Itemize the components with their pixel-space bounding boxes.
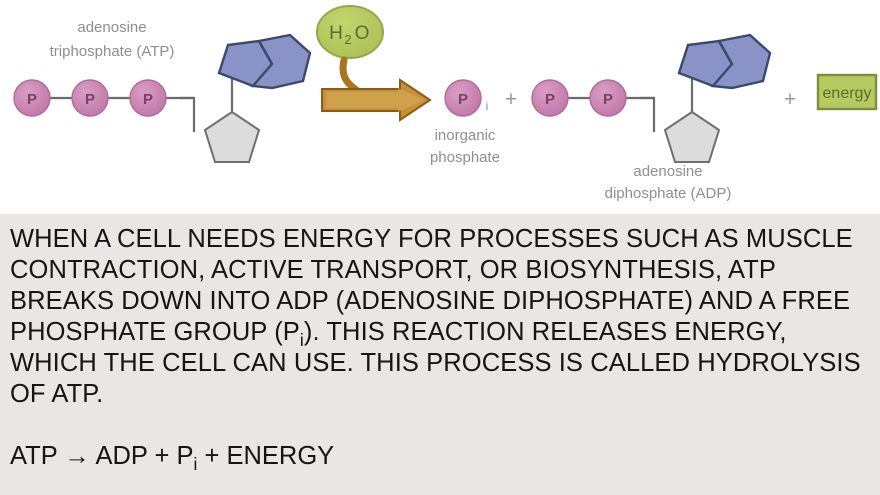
atp-phosphate-2: P bbox=[71, 79, 109, 117]
slide-text-body: WHEN A CELL NEEDS ENERGY FOR PROCESSES S… bbox=[0, 214, 880, 495]
inorganic-label-line1: inorganic bbox=[435, 127, 496, 144]
atp-phosphate-3: P bbox=[129, 79, 167, 117]
adp-adenine-group bbox=[677, 33, 772, 90]
body-paragraph-part1: WHEN A CELL NEEDS ENERGY FOR PROCESSES S… bbox=[10, 225, 860, 346]
water-label-o: O bbox=[355, 23, 370, 44]
water-label-h: H bbox=[329, 23, 343, 44]
phosphate-glyph: P bbox=[27, 91, 37, 108]
phosphate-glyph: P bbox=[545, 91, 555, 108]
reaction-formula: ATP → ADP + Pi + ENERGY bbox=[10, 441, 872, 475]
inorganic-phosphate: P i bbox=[444, 79, 489, 117]
atp-hydrolysis-diagram: P P P adenosine bbox=[0, 0, 880, 214]
atp-phosphate-1: P bbox=[13, 79, 51, 117]
formula-lead: ATP → ADP + P bbox=[10, 442, 194, 470]
phosphate-glyph: P bbox=[603, 91, 613, 108]
adp-label-line2: diphosphate (ADP) bbox=[605, 185, 732, 202]
atp-adenine-group bbox=[217, 33, 312, 90]
atp-label-line1: adenosine bbox=[77, 19, 146, 36]
phosphate-glyph: P bbox=[458, 91, 468, 108]
phosphate-glyph: P bbox=[85, 91, 95, 108]
pi-subscript: i bbox=[486, 99, 489, 113]
body-paragraph: WHEN A CELL NEEDS ENERGY FOR PROCESSES S… bbox=[10, 224, 872, 410]
water-bubble: H 2 O bbox=[316, 5, 384, 59]
formula-subscript: i bbox=[193, 454, 198, 475]
adp-ribose-pentagon bbox=[663, 110, 721, 163]
adp-phosphate-2: P bbox=[589, 79, 627, 117]
diagram-band: P P P adenosine bbox=[0, 0, 880, 214]
plus-sign-1: + bbox=[505, 88, 517, 111]
energy-label: energy bbox=[823, 85, 872, 102]
adp-label-line1: adenosine bbox=[633, 163, 702, 180]
atp-ribose-pentagon bbox=[203, 110, 261, 163]
inorganic-label-line2: phosphate bbox=[430, 149, 500, 166]
body-paragraph-part2: ). THIS REACTION RELEASES ENERGY, WHICH … bbox=[10, 318, 868, 408]
water-label-sub: 2 bbox=[344, 32, 351, 47]
plus-sign-2: + bbox=[784, 88, 796, 111]
phosphate-glyph: P bbox=[143, 91, 153, 108]
adp-phosphate-1: P bbox=[531, 79, 569, 117]
formula-rest: + ENERGY bbox=[197, 442, 335, 470]
atp-label-line2: triphosphate (ATP) bbox=[50, 43, 175, 60]
body-paragraph-subscript: i bbox=[299, 330, 304, 351]
energy-box: energy bbox=[816, 73, 878, 111]
reaction-arrow bbox=[321, 78, 432, 122]
